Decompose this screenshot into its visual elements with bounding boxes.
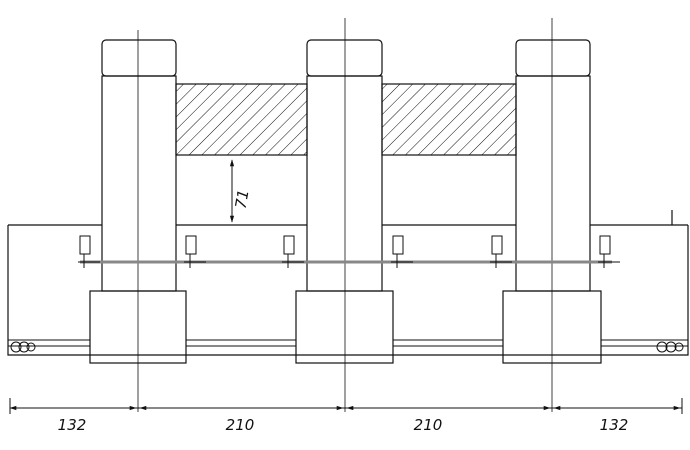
rollers-left [10, 341, 36, 353]
hatched-blocks [175, 83, 517, 156]
dimension-line-bottom [9, 398, 683, 414]
outer-frame [7, 210, 689, 356]
dimension-hatch-gap-label: 71 [232, 188, 253, 210]
hatched-block-left [175, 83, 308, 156]
hatched-block-right [381, 83, 517, 156]
rollers-right [656, 341, 684, 353]
bottom-rails [8, 339, 688, 347]
dimension-left-label: 132 [58, 416, 87, 434]
dimension-center-right-label: 210 [414, 416, 443, 434]
center-lines [137, 18, 553, 412]
dimension-right-label: 132 [600, 416, 629, 434]
brackets [78, 235, 620, 268]
dimension-center-left-label: 210 [226, 416, 255, 434]
column-2 [295, 39, 394, 364]
